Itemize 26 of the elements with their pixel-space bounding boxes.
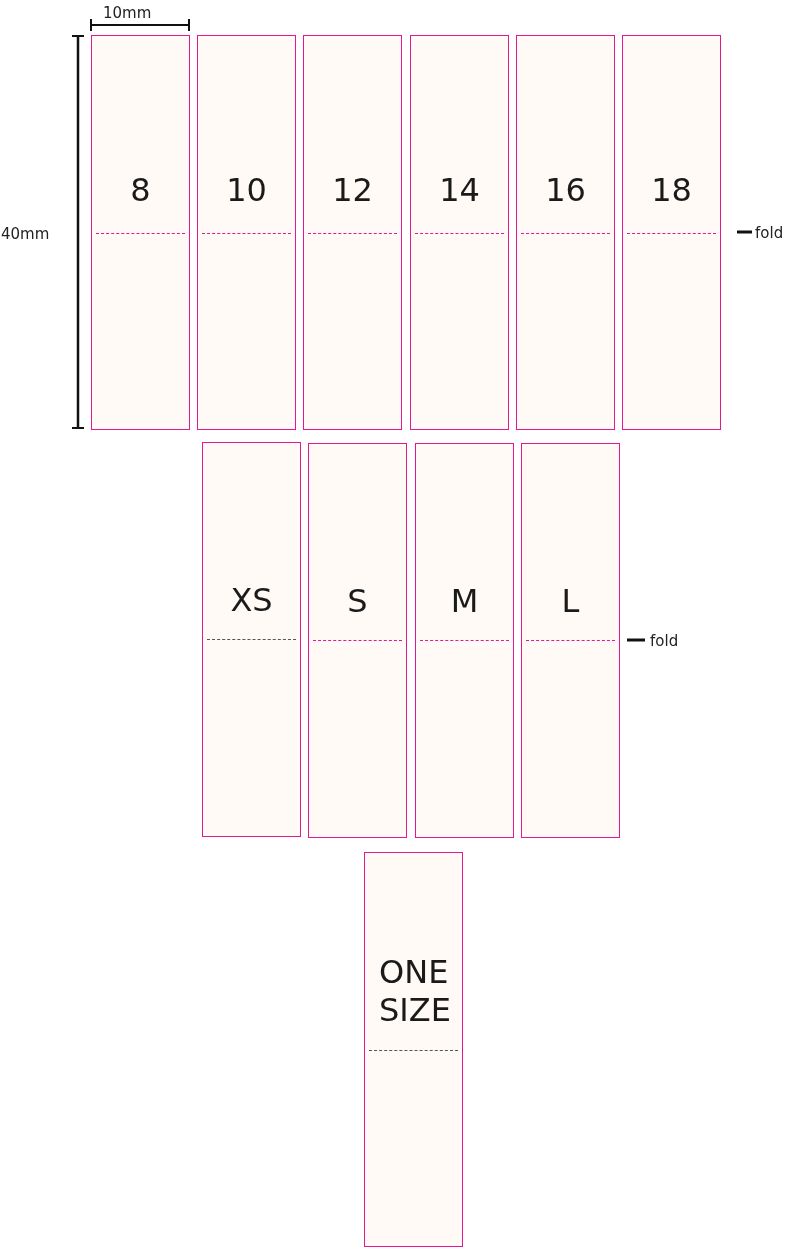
size-text: ONE SIZE [379, 953, 448, 1029]
size-text: XS [229, 581, 274, 619]
size-label-tag [91, 35, 190, 430]
size-text: 14 [438, 171, 481, 209]
size-label-tag [197, 35, 296, 430]
size-label-tag [308, 443, 407, 838]
dimension-label: 10mm [103, 3, 152, 23]
size-label-tag [415, 443, 514, 838]
size-text: 10 [225, 171, 268, 209]
size-text: 16 [544, 171, 587, 209]
dimension-label: 40mm [1, 224, 50, 244]
size-label-tag [364, 852, 463, 1247]
size-text: S [346, 582, 369, 620]
size-text: 12 [331, 171, 374, 209]
size-label-tag [622, 35, 721, 430]
size-label-tag [410, 35, 509, 430]
fold-label: fold [755, 223, 784, 243]
size-label-tag [303, 35, 402, 430]
size-text: 8 [129, 171, 152, 209]
fold-label: fold [650, 631, 679, 651]
size-text: M [449, 582, 480, 620]
size-label-tag [202, 442, 301, 837]
size-text: L [560, 582, 581, 620]
size-text: 18 [650, 171, 693, 209]
size-label-tag [521, 443, 620, 838]
size-label-tag [516, 35, 615, 430]
